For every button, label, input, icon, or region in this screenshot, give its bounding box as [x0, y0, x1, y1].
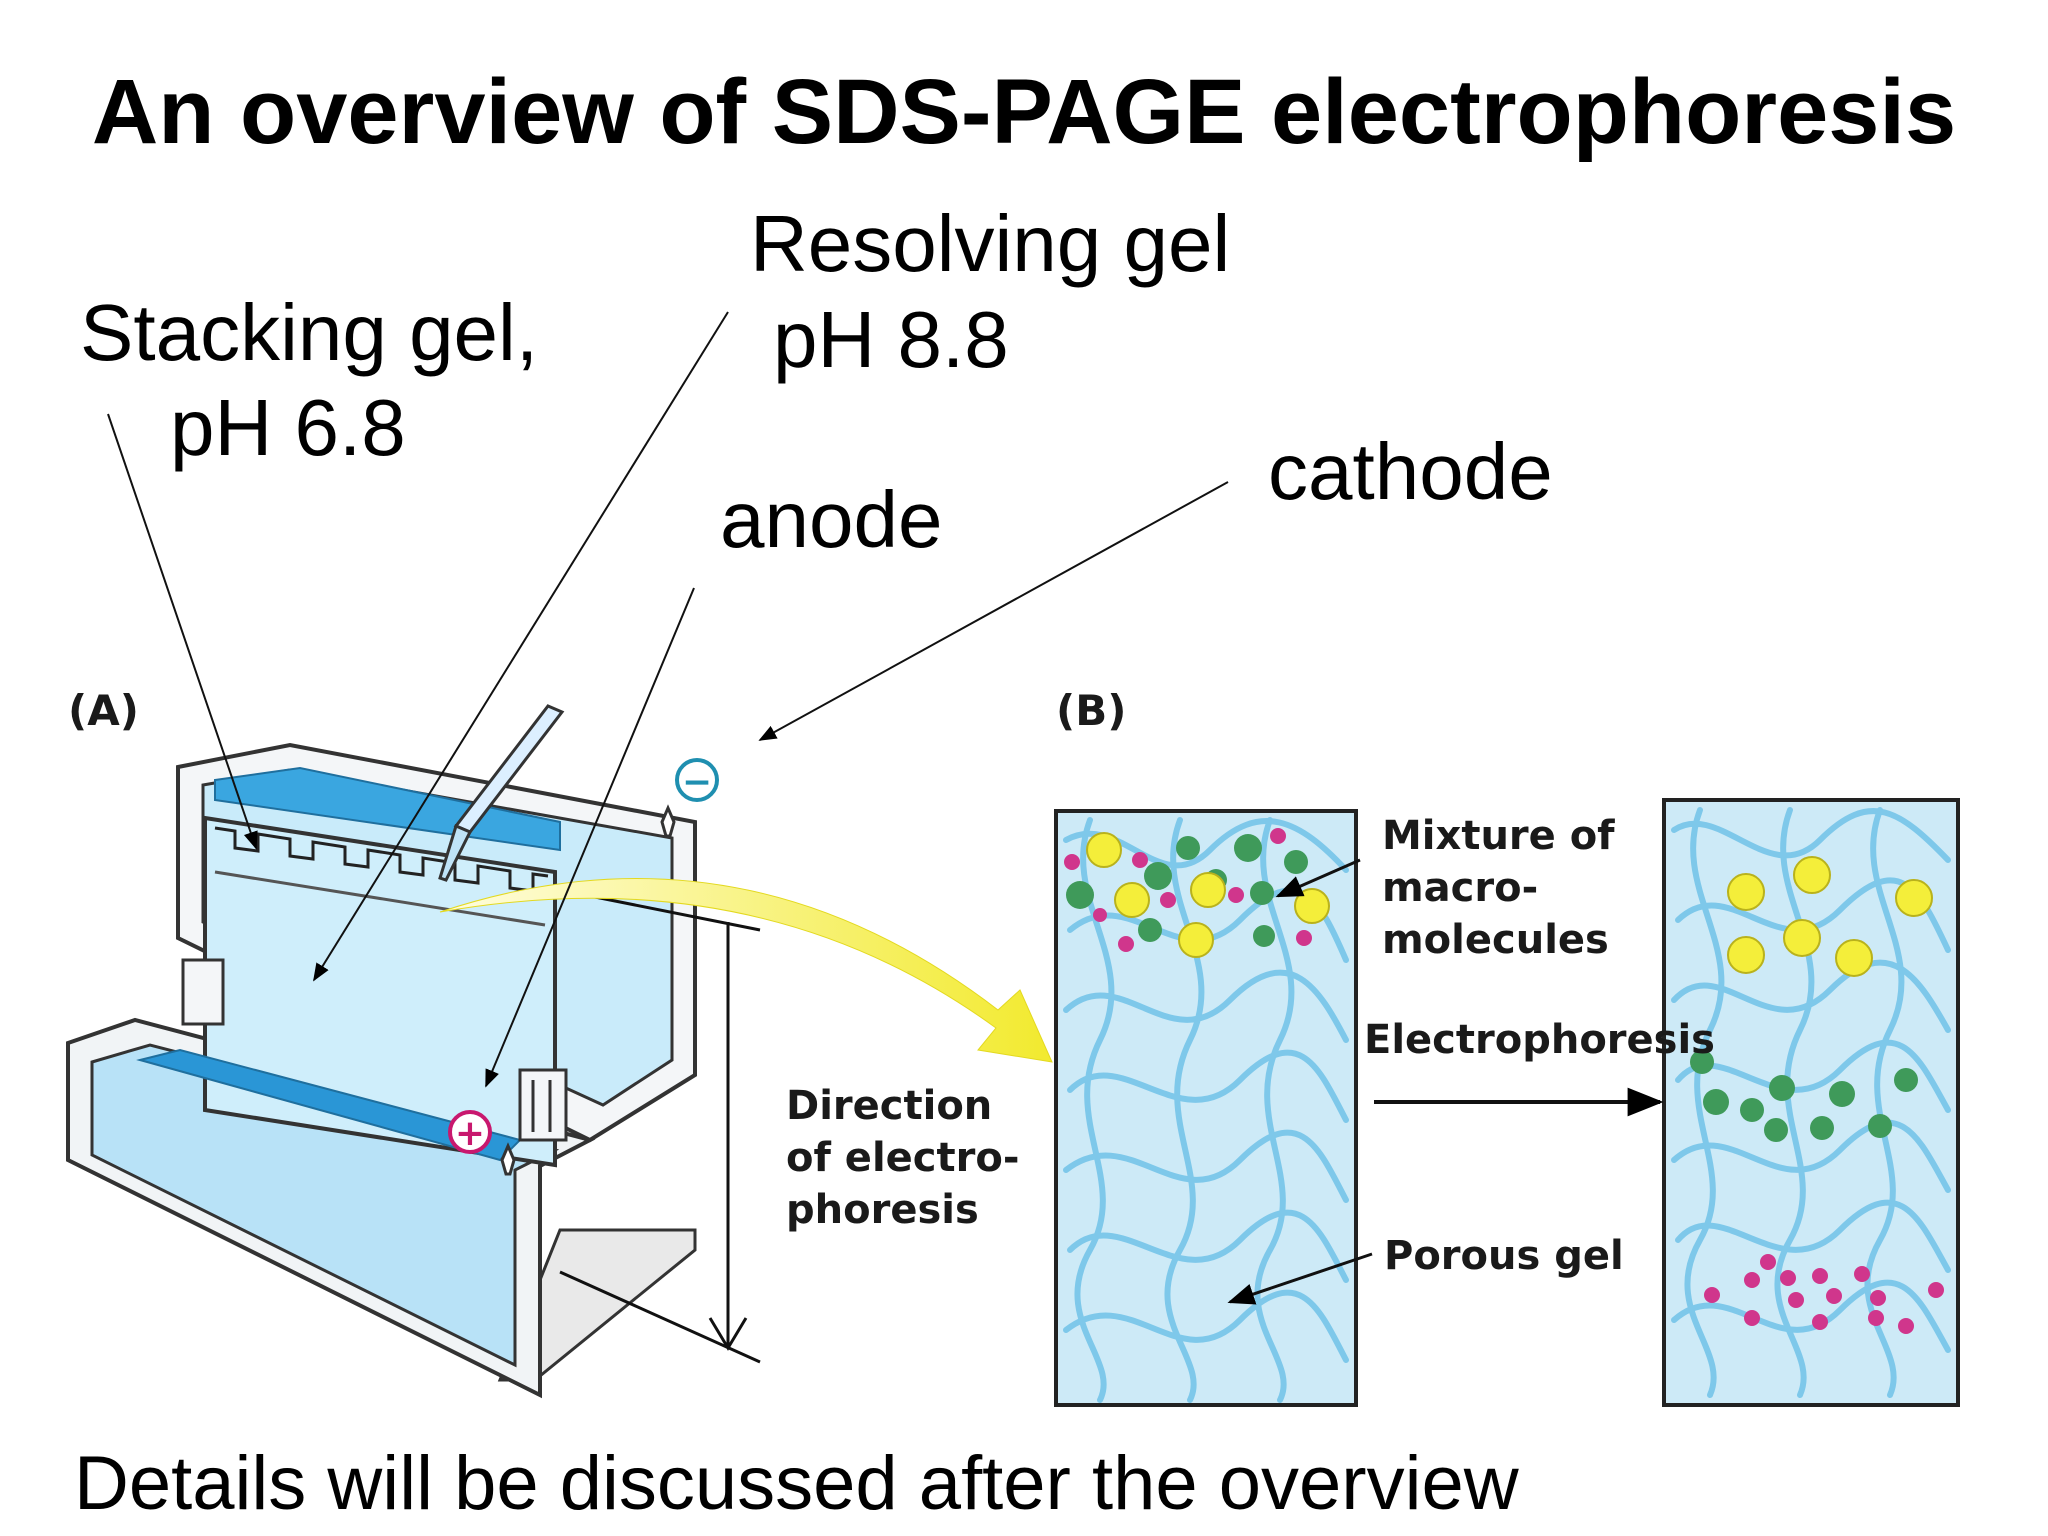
anode-symbol: +	[455, 1113, 485, 1154]
footer-note: Details will be discussed after the over…	[74, 1441, 1519, 1526]
direction-label-line3: phoresis	[786, 1187, 979, 1233]
panel-b-label: (B)	[1056, 686, 1127, 735]
porous-gel-label: Porous gel	[1384, 1233, 1624, 1279]
direction-label-line2: of electro-	[786, 1135, 1020, 1181]
panel-a-label: (A)	[68, 686, 139, 735]
electrophoresis-label: Electrophoresis	[1364, 1017, 1715, 1063]
mixture-label-line2: macro-	[1382, 865, 1539, 911]
gel-apparatus: − +	[66, 704, 719, 1399]
direction-label-line1: Direction	[786, 1083, 993, 1129]
mixture-label-line1: Mixture of	[1382, 813, 1615, 859]
cathode-label: cathode	[1268, 427, 1553, 516]
page-title: An overview of SDS-PAGE electrophoresis	[91, 61, 1957, 163]
gel-after-box	[1662, 798, 1960, 1407]
stacking-gel-ph-label: pH 6.8	[170, 383, 406, 472]
cathode-symbol: −	[682, 762, 712, 803]
separated-small-molecules	[1704, 1254, 1944, 1334]
resolving-gel-ph-label: pH 8.8	[773, 295, 1009, 384]
separated-medium-molecules	[1690, 1050, 1918, 1142]
mixed-molecules	[1064, 828, 1330, 958]
resolving-gel-label: Resolving gel	[750, 199, 1231, 288]
anode-label: anode	[720, 475, 943, 564]
yellow-arrow	[439, 878, 1053, 1063]
porous-gel-pointer	[1227, 1252, 1373, 1305]
label-callouts	[107, 311, 1229, 1088]
mixture-label-line3: molecules	[1382, 917, 1609, 963]
gel-before-box	[1054, 809, 1358, 1407]
separated-large-molecules	[1727, 856, 1933, 977]
stacking-gel-label: Stacking gel,	[80, 288, 539, 377]
mixture-pointer	[1275, 858, 1361, 898]
